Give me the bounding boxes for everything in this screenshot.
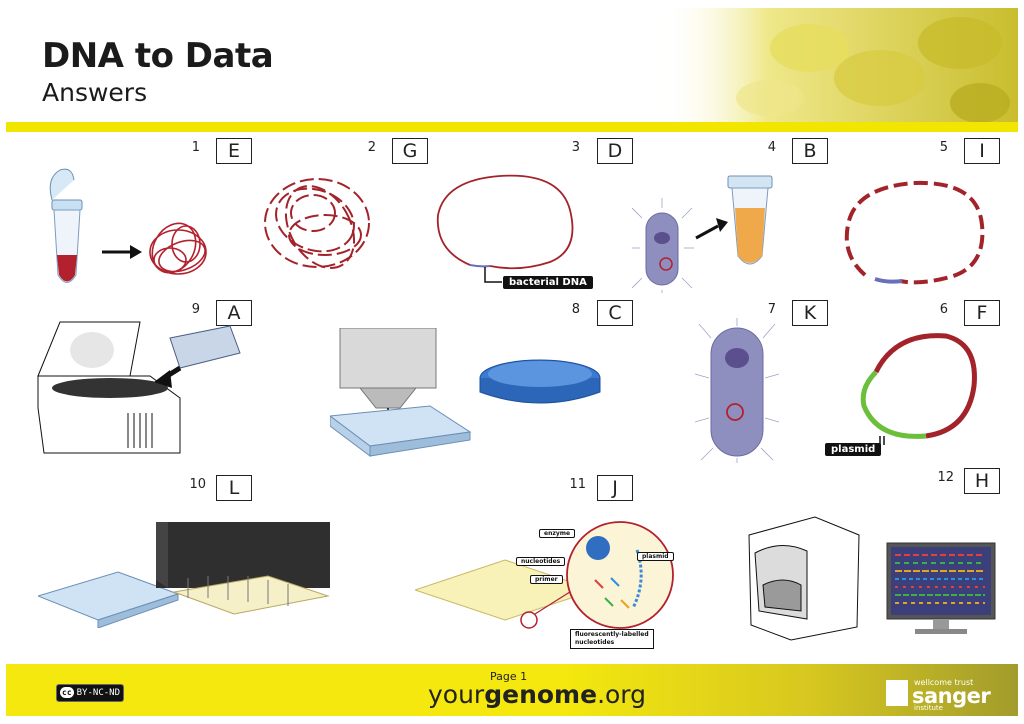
sequencer-monitor-illustration [748, 516, 996, 641]
answer-box: E [216, 138, 252, 164]
cc-icon: cc [60, 687, 74, 698]
page-subtitle: Answers [42, 78, 148, 107]
item-number: 9 [191, 302, 200, 317]
yourgenome-brand: yourgenome.org [428, 680, 646, 709]
fluorescent-nucleotides-label: fluorescently-labelled nucleotides [570, 629, 654, 649]
item-number: 1 [191, 140, 200, 155]
brand-part-org: .org [597, 680, 647, 709]
bacterial-dna-label: bacterial DNA [503, 276, 593, 289]
header-decorative-image [660, 8, 1018, 124]
plasmid-small-label: plasmid [637, 552, 674, 561]
item-number: 8 [571, 302, 580, 317]
item-number: 12 [937, 470, 954, 485]
plasmid-illustration [860, 333, 977, 445]
item-number: 2 [367, 140, 376, 155]
item-number: 4 [767, 140, 776, 155]
answer-box: F [964, 300, 1000, 326]
footer-background [6, 664, 1018, 716]
item-number: 5 [939, 140, 948, 155]
answer-box: J [597, 475, 633, 501]
page-title: DNA to Data [42, 36, 274, 76]
primer-label: primer [530, 575, 563, 584]
fragmented-dna-illustration [264, 178, 370, 269]
cc-license-text: BY-NC-ND [76, 688, 120, 698]
footer [6, 664, 1018, 716]
answer-box: K [792, 300, 828, 326]
sanger-name: sanger [912, 684, 991, 708]
plate-replicator-illustration [38, 522, 330, 628]
answer-box: B [792, 138, 828, 164]
answer-box: D [597, 138, 633, 164]
centrifuge-illustration [37, 321, 241, 454]
answer-box: G [392, 138, 428, 164]
tube-dna-illustration [49, 168, 207, 283]
enzyme-label: enzyme [539, 529, 576, 538]
plasmid-leader-line [878, 436, 881, 449]
sanger-wellcome-text: wellcome trust [914, 678, 974, 687]
page-number: Page 1 [490, 670, 528, 683]
answer-box: L [216, 475, 252, 501]
answer-box: I [964, 138, 1000, 164]
nucleotides-label: nucleotides [516, 557, 566, 566]
brand-part-your: your [428, 680, 485, 709]
fluor-line-2: nucleotides [575, 639, 615, 646]
sanger-institute-text: institute [914, 704, 943, 712]
fragmented-loop-illustration [844, 180, 985, 285]
item-number: 11 [569, 477, 586, 492]
item-number: 10 [189, 477, 206, 492]
plasmid-label: plasmid [825, 443, 882, 456]
picking-robot-illustration [330, 328, 601, 457]
answer-box: C [597, 300, 633, 326]
sanger-s-icon [886, 680, 908, 706]
fluor-line-1: fluorescently-labelled [575, 631, 649, 638]
sanger-logo: wellcome trust sanger institute [886, 678, 996, 712]
bacterial-dna-illustration [436, 174, 574, 283]
item-number: 6 [939, 302, 948, 317]
header-divider [6, 122, 1018, 132]
bacterium-to-tube-illustration [632, 175, 773, 293]
item-number: 3 [571, 140, 580, 155]
item-number: 7 [767, 302, 776, 317]
answer-box: A [216, 300, 252, 326]
brand-part-genome: genome [484, 680, 598, 709]
bacterium-plasmid-illustration [695, 318, 780, 463]
answer-box: H [964, 468, 1000, 494]
